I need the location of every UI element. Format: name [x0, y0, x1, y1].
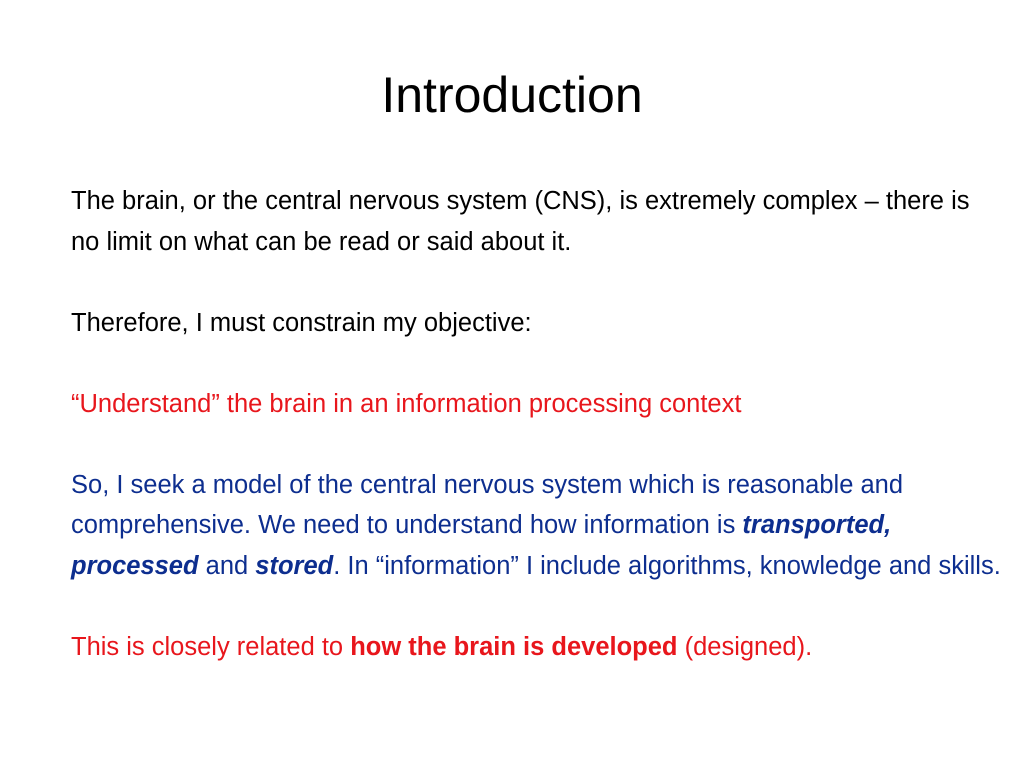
paragraph-spacer	[71, 343, 1001, 384]
paragraph-understand-brain: “Understand” the brain in an information…	[71, 389, 742, 418]
slide-body: The brain, or the central nervous system…	[71, 181, 1001, 667]
paragraph-spacer	[71, 586, 1001, 627]
paragraph-cns-complexity: The brain, or the central nervous system…	[71, 187, 970, 256]
paragraph-spacer	[71, 424, 1001, 465]
development-text-1: This is closely related to	[71, 632, 351, 661]
emphasis-transported: transported	[742, 511, 885, 539]
emphasis-how-brain-developed: how the brain is developed	[350, 632, 678, 661]
paragraph-model-cns: So, I seek a model of the central nervou…	[71, 465, 1001, 587]
paragraph-spacer	[71, 262, 1001, 303]
emphasis-stored: stored	[255, 551, 334, 580]
model-text-2: and	[198, 551, 256, 580]
model-text-3: . In “information” I include algorithms,…	[333, 551, 1001, 580]
emphasis-processed: processed	[71, 551, 199, 580]
paragraph-brain-development: This is closely related to how the brain…	[71, 627, 1001, 668]
emphasis-comma: ,	[884, 511, 892, 539]
model-text-1: So, I seek a model of the central nervou…	[71, 470, 904, 540]
development-text-2: (designed).	[677, 632, 813, 661]
paragraph-constrain-objective: Therefore, I must constrain my objective…	[71, 308, 532, 337]
slide-title: Introduction	[381, 67, 643, 123]
